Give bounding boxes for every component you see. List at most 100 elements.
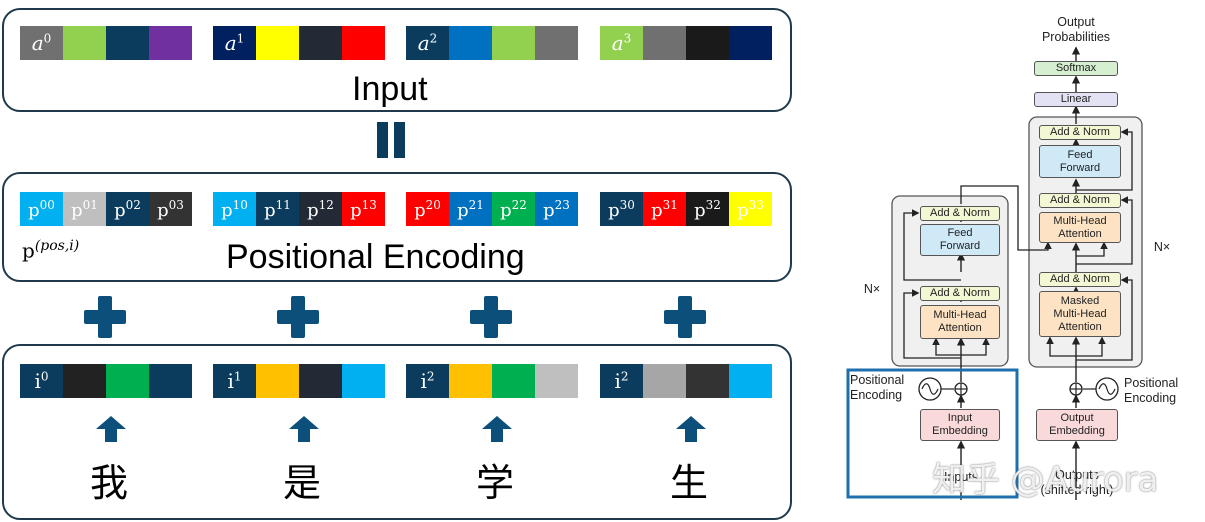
positional-cell-02: p02	[106, 192, 149, 226]
encoder-nx-label: N×	[863, 282, 881, 296]
equals-bar-left	[377, 122, 388, 158]
equals-bar-right	[394, 122, 405, 158]
label-base: p	[264, 199, 276, 221]
cell-label: p03	[157, 198, 184, 221]
softmax-box: Softmax	[1034, 61, 1118, 76]
label-sup: 0	[40, 369, 49, 384]
input-cell-2-0: a2	[406, 26, 449, 60]
input-cell-3-2	[686, 26, 729, 60]
input-cell-3-0: a3	[600, 26, 643, 60]
label-base: p	[694, 199, 706, 221]
outputs-label: Outputs (shifted right)	[1040, 468, 1114, 497]
cell-label: p31	[651, 198, 678, 221]
decoder-multi-head-attention-box: Multi-Head Attention	[1039, 212, 1121, 243]
input-cell-2-2	[492, 26, 535, 60]
label-sup: 32	[705, 197, 721, 212]
label-sup: 3	[623, 31, 632, 46]
input-cell-3-1	[643, 26, 686, 60]
encoder-block	[891, 195, 1009, 367]
label-sup: 1	[236, 31, 245, 46]
label-base: p	[500, 199, 512, 221]
output-probabilities-label: Output Probabilities	[1041, 15, 1111, 44]
label-sup: 31	[662, 197, 678, 212]
input-cell-1-3	[342, 26, 385, 60]
positional-encoding-title: Positional Encoding	[226, 238, 525, 276]
position-formula: p(pos,i)	[22, 238, 79, 263]
plus-icon	[277, 296, 319, 338]
label-base: p	[157, 199, 169, 221]
decoder-add-norm-middle: Add & Norm	[1039, 193, 1121, 208]
cell-label: i2	[420, 369, 434, 393]
transformer-lines	[846, 46, 1143, 500]
label-sup: 20	[425, 197, 441, 212]
decoder-feed-forward-box: Feed Forward	[1039, 145, 1121, 178]
input-cell-2-3	[535, 26, 578, 60]
positional-cell-00: p00	[20, 192, 63, 226]
positional-encoding-highlight	[846, 368, 1019, 499]
label-sup: 0	[43, 31, 52, 46]
up-arrow-icon	[676, 416, 706, 442]
label-base: p	[543, 199, 555, 221]
label-sup: 01	[82, 197, 98, 212]
label-sup: 22	[511, 197, 527, 212]
positional-cell-20: p20	[406, 192, 449, 226]
label-base: i	[34, 369, 41, 393]
positional-cell-13: p13	[342, 192, 385, 226]
input-cell-2-1	[449, 26, 492, 60]
input-cell-3-3	[729, 26, 772, 60]
token-character: 生	[670, 461, 709, 505]
label-sup: 10	[232, 197, 248, 212]
decoder-nx-label: N×	[1153, 240, 1171, 254]
output-embedding-box: Output Embedding	[1036, 409, 1118, 441]
masked-multi-head-attention-box: Masked Multi-Head Attention	[1039, 291, 1121, 337]
positional-cell-30: p30	[600, 192, 643, 226]
cell-label: i1	[227, 369, 241, 393]
up-arrow-icon	[289, 416, 319, 442]
input-title: Input	[352, 70, 428, 108]
label-base: a	[224, 31, 237, 55]
embedding-cell-1-3	[342, 364, 385, 398]
embedding-cell-3-1	[643, 364, 686, 398]
label-base: p	[114, 199, 126, 221]
input-embedding-box: Input Embedding	[920, 409, 1000, 441]
label-sup: 00	[39, 197, 55, 212]
plus-icon	[470, 296, 512, 338]
input-cell-0-2	[106, 26, 149, 60]
cell-label: p20	[414, 198, 441, 221]
cell-label: a0	[32, 31, 52, 55]
cell-label: i0	[34, 369, 48, 393]
cell-label: a1	[225, 31, 245, 55]
label-base: i	[614, 369, 621, 393]
embedding-cell-3-2	[686, 364, 729, 398]
cell-label: p00	[28, 198, 55, 221]
input-cell-1-1	[256, 26, 299, 60]
label-base: p	[414, 199, 426, 221]
cell-label: p01	[71, 198, 98, 221]
equals-sign	[377, 122, 405, 158]
label-sup: 2	[426, 369, 435, 384]
label-sup: 2	[620, 369, 629, 384]
input-cell-1-2	[299, 26, 342, 60]
label-sup: 02	[125, 197, 141, 212]
label-sup: 2	[429, 31, 438, 46]
embedding-cell-1-2	[299, 364, 342, 398]
positional-cell-23: p23	[535, 192, 578, 226]
up-arrow-icon	[482, 416, 512, 442]
linear-box: Linear	[1034, 92, 1118, 107]
label-base: p	[307, 199, 319, 221]
embedding-cell-2-1	[449, 364, 492, 398]
label-base: p	[651, 199, 663, 221]
label-base: p	[608, 199, 620, 221]
plus-icon	[84, 296, 126, 338]
embedding-cell-2-3	[535, 364, 578, 398]
label-sup: 23	[554, 197, 570, 212]
label-base: p	[737, 199, 749, 221]
label-base: p	[71, 199, 83, 221]
watermark: 知乎 @Aurora	[932, 460, 1159, 500]
decoder-positional-encoding-label: Positional Encoding	[1124, 376, 1179, 405]
positional-cell-12: p12	[299, 192, 342, 226]
cell-label: p22	[500, 198, 527, 221]
cell-label: p30	[608, 198, 635, 221]
